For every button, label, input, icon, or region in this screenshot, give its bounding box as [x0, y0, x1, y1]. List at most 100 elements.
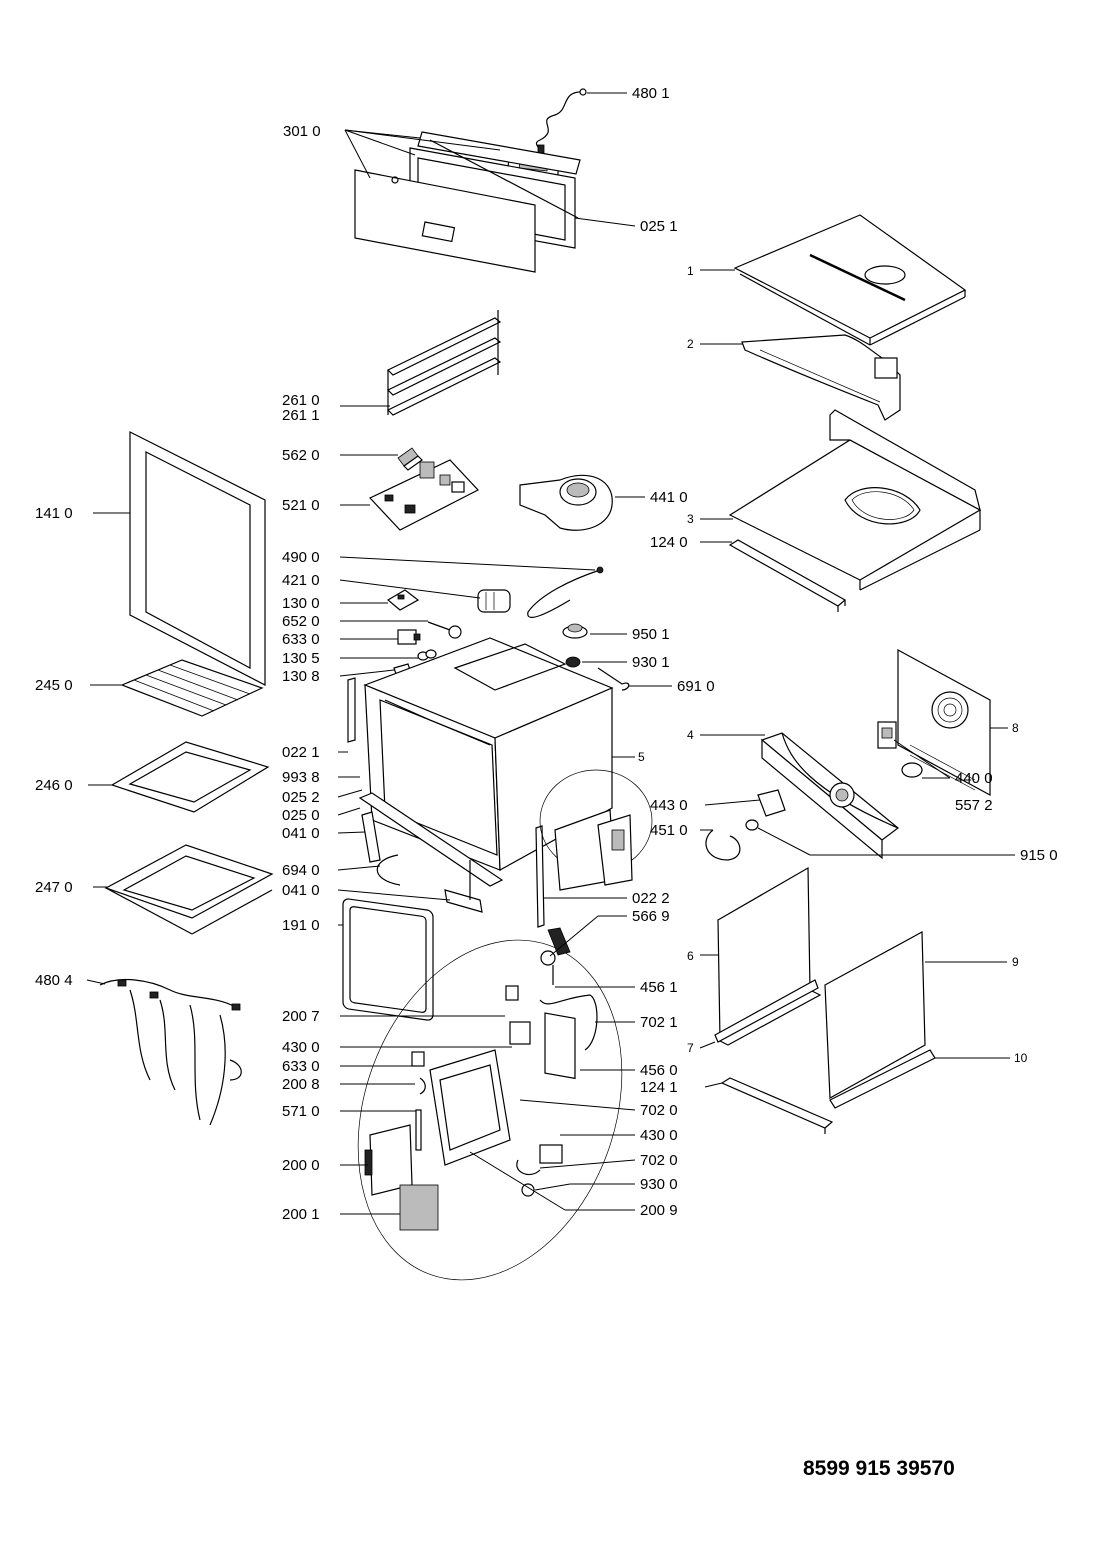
label-022-2: 022 2 [632, 890, 670, 907]
label-245-0: 245 0 [35, 677, 73, 694]
label-915-0: 915 0 [1020, 847, 1058, 864]
part-air-duct-2 [741, 334, 901, 421]
part-grid-rack-245-0 [120, 659, 264, 717]
label-480-4: 480 4 [35, 972, 73, 989]
part-fuse-562-0 [397, 447, 423, 471]
label-261-1: 261 1 [282, 407, 320, 424]
label-200-9: 200 9 [640, 1202, 678, 1219]
label-633-0-b: 633 0 [282, 1058, 320, 1075]
label-2: 2 [687, 337, 694, 351]
label-1: 1 [687, 264, 694, 278]
part-rail-124-0 [728, 539, 847, 612]
label-5: 5 [638, 750, 645, 764]
part-tray-246-0 [110, 741, 270, 813]
label-130-5: 130 5 [282, 650, 320, 667]
label-691-0: 691 0 [677, 678, 715, 695]
part-top-frame-3 [728, 409, 982, 591]
label-191-0: 191 0 [282, 917, 320, 934]
label-261-0: 261 0 [282, 392, 320, 409]
part-circuit-board-521-0 [369, 459, 479, 531]
part-steam-box-detail [539, 769, 653, 891]
label-6: 6 [687, 949, 694, 963]
part-lower-rails [358, 792, 504, 913]
label-441-0: 441 0 [650, 489, 688, 506]
label-702-1: 702 1 [640, 1014, 678, 1031]
label-041-0-a: 041 0 [282, 825, 320, 842]
part-screws-130 [393, 649, 437, 675]
part-wiring-harness-480-4 [99, 979, 242, 1126]
label-200-7: 200 7 [282, 1008, 320, 1025]
label-521-0: 521 0 [282, 497, 320, 514]
part-side-panel-6 [716, 866, 822, 1046]
label-041-0-b: 041 0 [282, 882, 320, 899]
detail-water-system [357, 927, 623, 1281]
label-950-1: 950 1 [632, 626, 670, 643]
label-930-0: 930 0 [640, 1176, 678, 1193]
part-rack-guides-261 [386, 310, 502, 416]
part-deep-tray-247-0 [104, 844, 274, 935]
document-number: 8599 915 39570 [803, 1457, 955, 1480]
label-421-0: 421 0 [282, 572, 320, 589]
label-456-0: 456 0 [640, 1062, 678, 1079]
label-025-2: 025 2 [282, 789, 320, 806]
label-702-0-a: 702 0 [640, 1102, 678, 1119]
label-993-8: 993 8 [282, 769, 320, 786]
label-200-0: 200 0 [282, 1157, 320, 1174]
label-124-0: 124 0 [650, 534, 688, 551]
label-456-1: 456 1 [640, 979, 678, 996]
label-4: 4 [687, 728, 694, 742]
label-571-0: 571 0 [282, 1103, 320, 1120]
part-strip-022-2 [535, 825, 545, 928]
part-switch-633-0 [397, 629, 421, 645]
label-3: 3 [687, 512, 694, 526]
part-capacitor-421-0 [477, 589, 511, 613]
label-702-0-b: 702 0 [640, 1152, 678, 1169]
label-8: 8 [1012, 721, 1019, 735]
label-562-0: 562 0 [282, 447, 320, 464]
label-430-0-a: 430 0 [282, 1039, 320, 1056]
label-246-0: 246 0 [35, 777, 73, 794]
label-633-0-a: 633 0 [282, 631, 320, 648]
part-strip-022-1 [347, 677, 356, 743]
part-fan-blade-443-0 [705, 789, 786, 861]
part-side-panel-9 [824, 931, 936, 1109]
part-wire-490-0 [527, 566, 604, 618]
part-sensor-652-0 [427, 621, 462, 639]
leader-lines [86, 92, 1015, 1215]
label-443-0: 443 0 [650, 797, 688, 814]
part-motor-440-0 [877, 721, 923, 778]
label-025-0: 025 0 [282, 807, 320, 824]
label-141-0: 141 0 [35, 505, 73, 522]
part-strips-7-10 [714, 979, 819, 1043]
label-566-9: 566 9 [632, 908, 670, 925]
label-200-8: 200 8 [282, 1076, 320, 1093]
label-480-1: 480 1 [632, 85, 670, 102]
label-451-0: 451 0 [650, 822, 688, 839]
label-124-1: 124 1 [640, 1079, 678, 1096]
part-back-wall-8 [897, 648, 991, 797]
label-200-1: 200 1 [282, 1206, 320, 1223]
part-motor-parts-950-930-691 [562, 623, 630, 691]
part-rail-124-1 [720, 1077, 834, 1134]
label-652-0: 652 0 [282, 613, 320, 630]
label-025-1: 025 1 [640, 218, 678, 235]
label-440-0: 440 0 [955, 770, 993, 787]
part-back-panel-4 [760, 732, 899, 860]
part-top-cover-1 [733, 214, 967, 346]
part-plate-130-0 [386, 589, 420, 611]
part-fan-441-0 [519, 474, 613, 531]
label-9: 9 [1012, 955, 1019, 969]
label-10: 10 [1014, 1051, 1028, 1065]
part-door-seal-191-0 [342, 898, 434, 1021]
label-130-8: 130 8 [282, 668, 320, 685]
label-490-0: 490 0 [282, 549, 320, 566]
label-694-0: 694 0 [282, 862, 320, 879]
label-430-0-b: 430 0 [640, 1127, 678, 1144]
part-control-panel-301-0 [354, 131, 581, 273]
part-cable-480-1 [535, 88, 587, 157]
label-301-0: 301 0 [283, 123, 321, 140]
label-930-1: 930 1 [632, 654, 670, 671]
label-247-0: 247 0 [35, 879, 73, 896]
label-7: 7 [687, 1041, 694, 1055]
